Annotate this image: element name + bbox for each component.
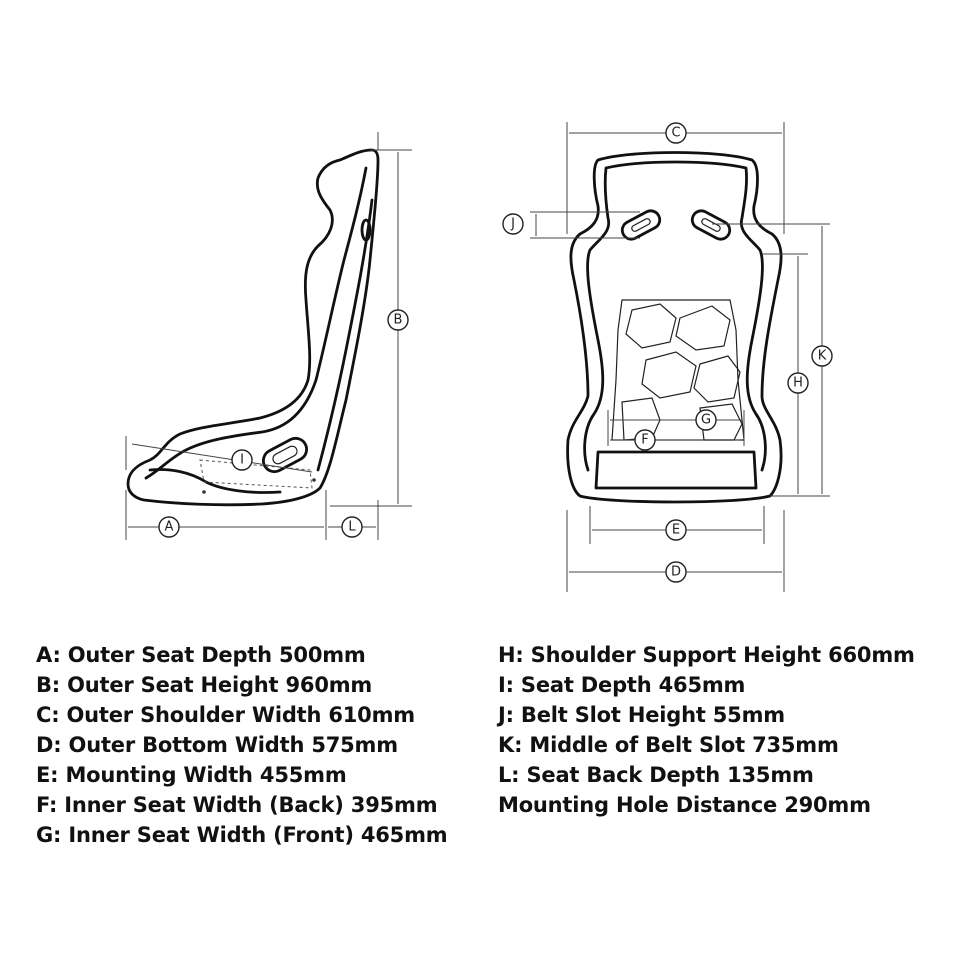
marker-h: H [787,372,809,394]
side-bracket-dotted [199,459,313,489]
legend-item-b: B: Outer Seat Height 960mm [36,673,373,697]
marker-k: K [811,345,833,367]
marker-f-label: F [641,433,648,448]
legend-item-c: C: Outer Shoulder Width 610mm [36,703,415,727]
marker-k-label: K [818,349,827,364]
dim-i-line [131,443,313,473]
front-seat-outline [566,151,783,504]
legend-item-k: K: Middle of Belt Slot 735mm [498,733,839,757]
front-cushion [594,450,758,490]
legend-item-e: E: Mounting Width 455mm [36,763,347,787]
legend-item-d: D: Outer Bottom Width 575mm [36,733,398,757]
marker-j-label: J [510,217,515,232]
legend-item-i: I: Seat Depth 465mm [498,673,746,697]
marker-a: A [158,516,180,538]
marker-g-label: G [701,413,711,428]
marker-e-label: E [672,523,680,538]
hexagon-back-panel [611,299,745,441]
marker-l-label: L [348,520,356,535]
marker-i: I [231,449,253,471]
marker-i-label: I [240,453,244,468]
side-mount-slot-inner [272,445,298,465]
marker-f: F [634,429,656,451]
belt-slot-right [690,209,732,241]
marker-h-label: H [793,376,803,391]
legend-item-l: L: Seat Back Depth 135mm [498,763,814,787]
marker-c: C [665,122,687,144]
marker-j: J [502,213,524,235]
marker-b: B [387,309,409,331]
marker-g: G [695,409,717,431]
marker-a-label: A [165,520,174,535]
side-seat-bolster-line [316,198,374,472]
belt-slot-left [620,209,662,241]
side-belt-slot [360,218,372,242]
marker-d: D [665,561,687,583]
side-seat-inner-contour [144,166,368,480]
legend-left-column: A: Outer Seat Depth 500mm B: Outer Seat … [36,640,448,850]
legend-item-h: H: Shoulder Support Height 660mm [498,643,915,667]
legend-right-column: H: Shoulder Support Height 660mm I: Seat… [498,640,915,820]
legend-item-j: J: Belt Slot Height 55mm [498,703,785,727]
side-mount-slot-outer [262,436,308,474]
legend-item-f: F: Inner Seat Width (Back) 395mm [36,793,438,817]
legend-item-mounting-hole: Mounting Hole Distance 290mm [498,793,871,817]
side-view [125,132,412,540]
mount-hole-rear [312,478,316,482]
marker-d-label: D [671,565,681,580]
hexagon-pattern [621,303,743,441]
marker-c-label: C [671,126,680,141]
legend-item-g: G: Inner Seat Width (Front) 465mm [36,823,448,847]
marker-b-label: B [394,313,403,328]
front-seat-inner [583,160,767,472]
side-cushion-line [148,468,282,494]
marker-l: L [341,516,363,538]
side-seat-outline [126,148,380,507]
belt-slot-right-inner [701,218,721,232]
seat-dimension-diagram: A B I L C J K H G F E D [125,122,833,592]
belt-slot-left-inner [631,218,651,232]
mount-hole-front [202,490,206,494]
legend-item-a: A: Outer Seat Depth 500mm [36,643,366,667]
marker-e: E [665,519,687,541]
